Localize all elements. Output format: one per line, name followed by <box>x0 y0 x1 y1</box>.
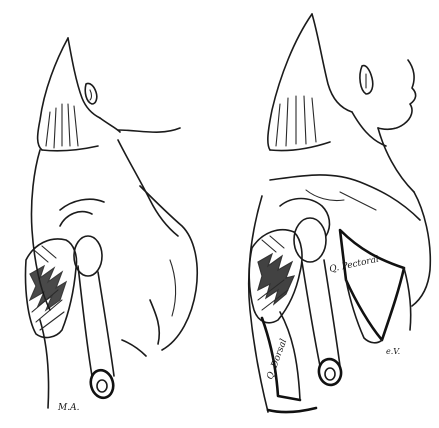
label-pectoral: Q. Pectoral <box>329 255 380 275</box>
left-hair-bottom <box>42 146 98 151</box>
right-arm-back <box>324 260 340 366</box>
left-figure: M.A. <box>25 38 197 413</box>
left-arm-back <box>98 272 114 376</box>
right-clavicle <box>306 190 376 210</box>
left-hair-back <box>68 38 100 118</box>
right-hair-bottom <box>270 142 330 151</box>
left-clavicle <box>60 199 104 210</box>
right-arm-front <box>302 262 320 366</box>
left-flank <box>150 300 159 344</box>
left-scapula-edge <box>60 212 92 226</box>
right-pectoral-flap <box>340 230 404 340</box>
right-figure: Q. Pectoral Q. Dorsal e.V. <box>249 14 431 412</box>
right-neck-front <box>378 128 414 192</box>
right-face-profile <box>378 60 416 129</box>
left-ear-inner <box>90 90 92 100</box>
left-signature: M.A. <box>57 403 80 413</box>
left-back-line <box>118 140 178 236</box>
left-hair-strands <box>46 104 78 148</box>
left-arm-front <box>78 266 92 376</box>
left-back-contour <box>140 186 197 350</box>
left-hair-outline <box>38 38 68 150</box>
right-hair-back <box>312 14 352 112</box>
left-neck <box>100 118 120 132</box>
right-dorsal-bottom <box>268 408 316 412</box>
left-axilla <box>122 340 146 356</box>
left-muscle-bundle <box>25 239 76 338</box>
right-signature: e.V. <box>386 347 400 356</box>
left-torso-lower <box>40 320 49 408</box>
right-hair-strands <box>276 96 316 146</box>
left-arm-bone <box>97 380 107 392</box>
right-chest-front <box>412 192 430 306</box>
left-shoulder-top <box>118 128 180 132</box>
right-lower-chest <box>404 268 411 330</box>
right-shoulder-line <box>270 175 420 220</box>
left-flank-inner <box>170 260 176 316</box>
right-arm-bone <box>325 368 335 380</box>
